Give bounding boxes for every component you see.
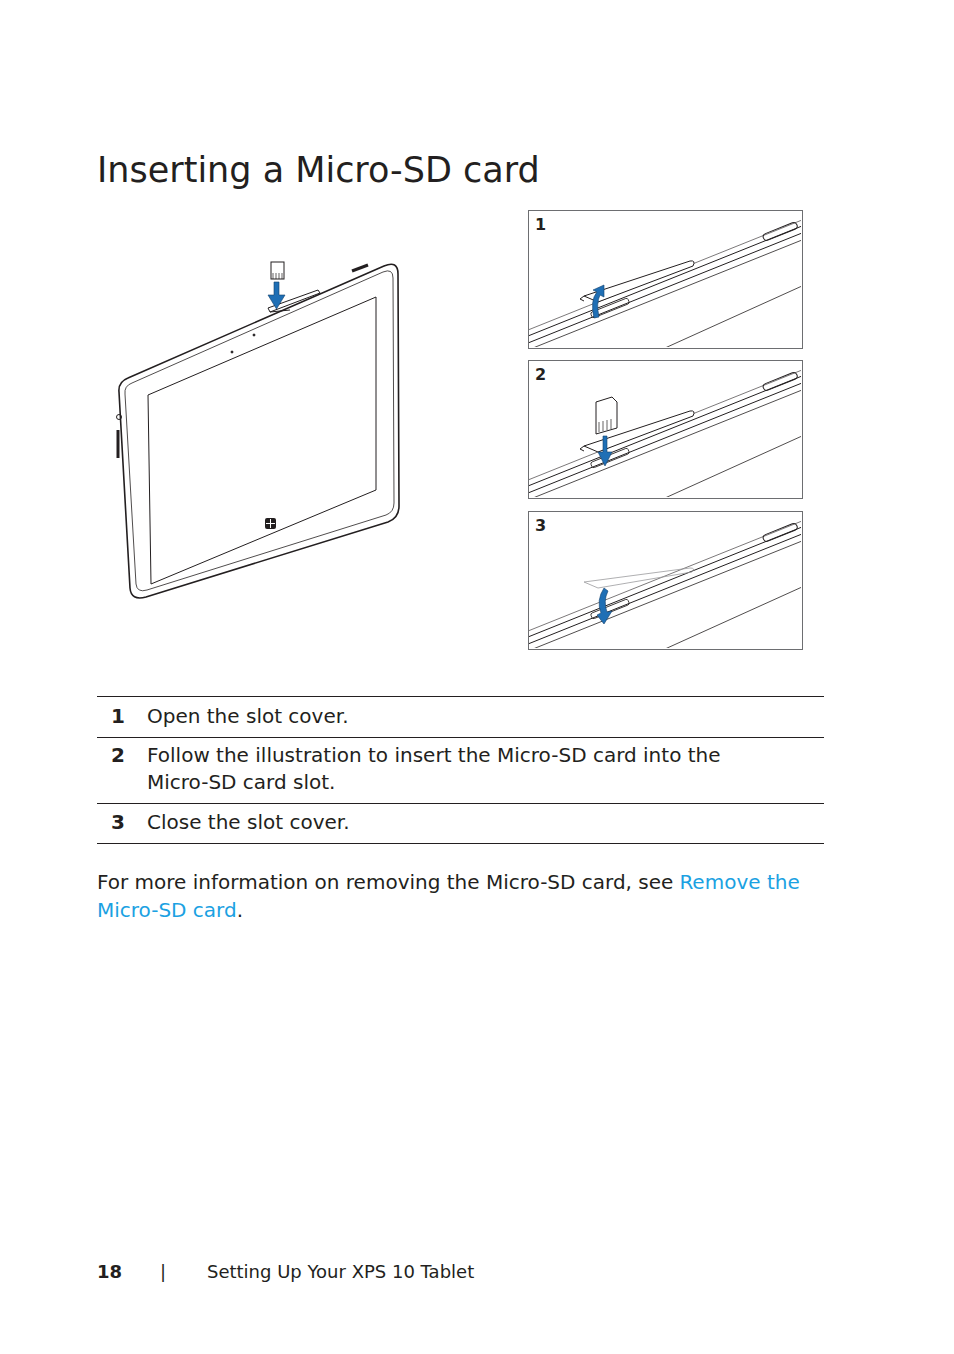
note-text: .	[237, 898, 243, 922]
note-text: For more information on removing the Mic…	[97, 870, 673, 894]
table-rule	[97, 843, 824, 844]
step-text: Open the slot cover.	[147, 703, 817, 730]
step-panel: 2	[528, 360, 803, 499]
table-rule	[97, 737, 824, 738]
step-number: 3	[111, 809, 141, 836]
panel-number: 3	[535, 516, 546, 535]
step-text: Follow the illustration to insert the Mi…	[147, 742, 787, 796]
step-panel: 3	[528, 511, 803, 650]
tablet-drawing	[117, 262, 400, 598]
page-number: 18	[97, 1261, 122, 1282]
panel-number: 1	[535, 215, 546, 234]
table-rule	[97, 696, 824, 697]
note-paragraph: For more information on removing the Mic…	[97, 868, 812, 924]
footer-text: Setting Up Your XPS 10 Tablet	[207, 1261, 474, 1282]
step-number: 2	[111, 742, 141, 769]
panel-number: 2	[535, 365, 546, 384]
step-number: 1	[111, 703, 141, 730]
step-panel: 1	[528, 210, 803, 349]
page-title: Inserting a Micro-SD card	[97, 150, 540, 190]
table-rule	[97, 803, 824, 804]
step-text: Close the slot cover.	[147, 809, 817, 836]
separator: |	[160, 1261, 166, 1282]
